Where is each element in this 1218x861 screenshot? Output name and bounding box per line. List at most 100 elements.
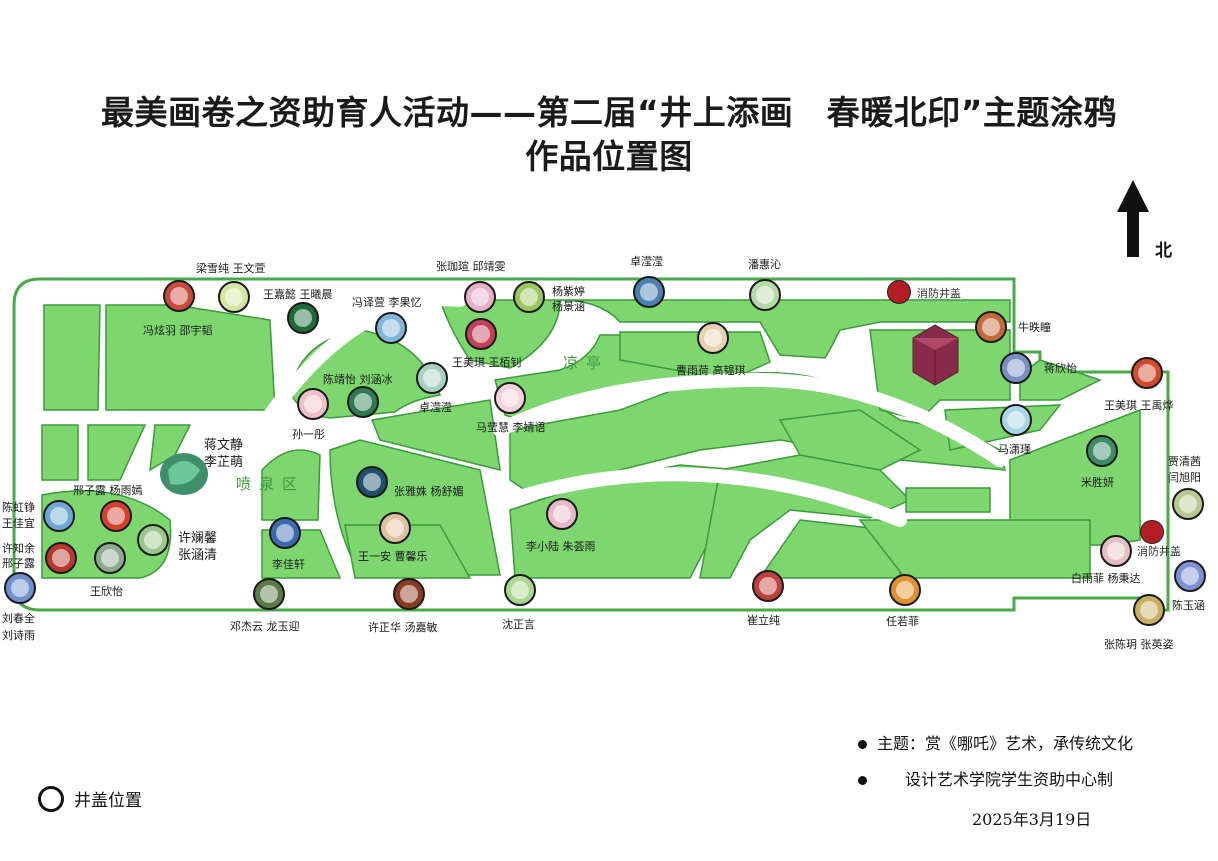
manhole-marker[interactable]: [633, 276, 665, 308]
manhole-marker[interactable]: [494, 382, 526, 414]
manhole-marker[interactable]: [297, 388, 329, 420]
legend-manhole-label: 井盖位置: [74, 791, 142, 811]
hydrant-marker[interactable]: [1140, 520, 1164, 544]
manhole-label: 张涵清: [178, 548, 218, 563]
manhole-label: 张珈瑄 邱靖雯: [436, 260, 506, 273]
manhole-label: 陈虹铮: [2, 501, 35, 514]
manhole-marker[interactable]: [163, 280, 195, 312]
north-arrow-icon: [1117, 180, 1149, 257]
manhole-label: 卓滢滢: [419, 401, 452, 414]
manhole-marker[interactable]: [43, 500, 75, 532]
manhole-marker[interactable]: [1100, 535, 1132, 567]
manhole-label: 许知余: [2, 542, 35, 555]
manhole-label: 刘春全: [2, 612, 35, 625]
manhole-marker[interactable]: [1133, 594, 1165, 626]
manhole-marker[interactable]: [379, 512, 411, 544]
maker-note: 设计艺术学院学生资助中心制: [858, 766, 1113, 790]
manhole-label: 陈靖怡 刘涵冰: [323, 373, 393, 386]
manhole-marker[interactable]: [1000, 404, 1032, 436]
manhole-label: 许斓馨: [178, 531, 218, 546]
manhole-label: 冯译萱 李果忆: [352, 296, 422, 309]
manhole-label: 邓杰云 龙玉迎: [230, 620, 300, 633]
page-title: 最美画卷之资助育人活动——第二届“井上添画 春暖北印”主题涂鸦: [101, 93, 1117, 132]
manhole-marker[interactable]: [464, 281, 496, 313]
manhole-label: 王嘉懿 王曦晨: [263, 288, 333, 301]
manhole-marker[interactable]: [347, 386, 379, 418]
manhole-marker[interactable]: [1172, 488, 1204, 520]
manhole-marker[interactable]: [1086, 435, 1118, 467]
manhole-label: 孙一彤: [292, 428, 325, 441]
north-label: 北: [1155, 241, 1172, 261]
manhole-marker[interactable]: [287, 302, 319, 334]
manhole-label: 李芷萌: [204, 455, 244, 470]
manhole-label: 米胜妍: [1081, 476, 1114, 489]
page-subtitle: 作品位置图: [525, 137, 693, 176]
manhole-marker[interactable]: [975, 311, 1007, 343]
manhole-label: 邢子露 杨雨嫣: [73, 484, 143, 497]
manhole-marker[interactable]: [889, 574, 921, 606]
manhole-marker[interactable]: [697, 322, 729, 354]
manhole-marker[interactable]: [513, 281, 545, 313]
manhole-label: 马莹慧 李婧语: [476, 421, 546, 434]
hydrant-label: 消防井盖: [1137, 545, 1181, 558]
manhole-marker[interactable]: [1000, 352, 1032, 384]
manhole-label: 卓滢滢: [630, 255, 663, 268]
manhole-label: 王欣怡: [90, 585, 123, 598]
manhole-marker[interactable]: [416, 362, 448, 394]
manhole-marker[interactable]: [375, 312, 407, 344]
manhole-marker[interactable]: [100, 500, 132, 532]
manhole-label: 王一安 曹馨乐: [358, 550, 428, 563]
footpaths: [263, 292, 1007, 527]
manhole-label: 蒋文静: [204, 438, 244, 453]
manhole-label: 崔立纯: [747, 614, 780, 627]
manhole-label: 杨紫婷: [552, 285, 585, 298]
manhole-label: 李佳轩: [272, 558, 305, 571]
manhole-label: 贾清茜: [1168, 455, 1201, 468]
sculpture-icon: [912, 324, 959, 386]
manhole-marker[interactable]: [218, 281, 250, 313]
bullet-icon: [858, 740, 867, 749]
manhole-marker[interactable]: [465, 318, 497, 350]
bullet-icon: [858, 776, 867, 785]
manhole-label: 杨景涵: [552, 300, 585, 313]
manhole-label: 沈正言: [502, 618, 535, 631]
manhole-label: 张雅姝 杨舒媚: [394, 485, 464, 498]
manhole-marker[interactable]: [269, 517, 301, 549]
manhole-label: 闫旭阳: [1168, 471, 1201, 484]
manhole-marker[interactable]: [4, 572, 36, 604]
manhole-label: 许正华 汤嘉敏: [368, 621, 438, 634]
manhole-label: 王佳宜: [2, 517, 35, 530]
manhole-marker[interactable]: [94, 542, 126, 574]
manhole-marker[interactable]: [546, 498, 578, 530]
manhole-marker[interactable]: [356, 466, 388, 498]
manhole-marker[interactable]: [752, 570, 784, 602]
manhole-marker[interactable]: [1174, 560, 1206, 592]
date-note: 2025年3月19日: [972, 810, 1092, 829]
legend-manhole-icon: [38, 786, 64, 812]
manhole-label: 李小陆 朱荟雨: [526, 540, 596, 553]
manhole-label: 任若菲: [886, 615, 919, 628]
manhole-label: 白雨菲 杨秉达: [1071, 572, 1141, 585]
fountain-icon: [160, 453, 208, 495]
manhole-label: 蒋欣怡: [1044, 362, 1077, 375]
manhole-label: 曹雨荷 高韫琪: [676, 364, 746, 377]
manhole-label: 张陈玥 张英姿: [1104, 638, 1174, 651]
manhole-marker[interactable]: [393, 578, 425, 610]
manhole-marker[interactable]: [137, 524, 169, 556]
manhole-label: 邢子露: [2, 557, 35, 570]
manhole-label: 陈玉涵: [1172, 599, 1205, 612]
hydrant-label: 消防井盖: [917, 287, 961, 300]
manhole-marker[interactable]: [45, 542, 77, 574]
manhole-marker[interactable]: [253, 578, 285, 610]
hydrant-marker[interactable]: [887, 280, 911, 304]
manhole-marker[interactable]: [749, 279, 781, 311]
manhole-label: 梁雪纯 王文萱: [196, 262, 266, 275]
manhole-label: 牛昳瞳: [1018, 321, 1051, 334]
area-label-pavilion: 凉亭: [563, 354, 610, 372]
area-label-fountain: 喷泉区: [236, 475, 306, 493]
manhole-label: 马潇瑾: [998, 443, 1031, 456]
theme-note: 主题：赏《哪吒》艺术，承传统文化: [858, 730, 1133, 754]
manhole-marker[interactable]: [1131, 357, 1163, 389]
manhole-marker[interactable]: [504, 574, 536, 606]
